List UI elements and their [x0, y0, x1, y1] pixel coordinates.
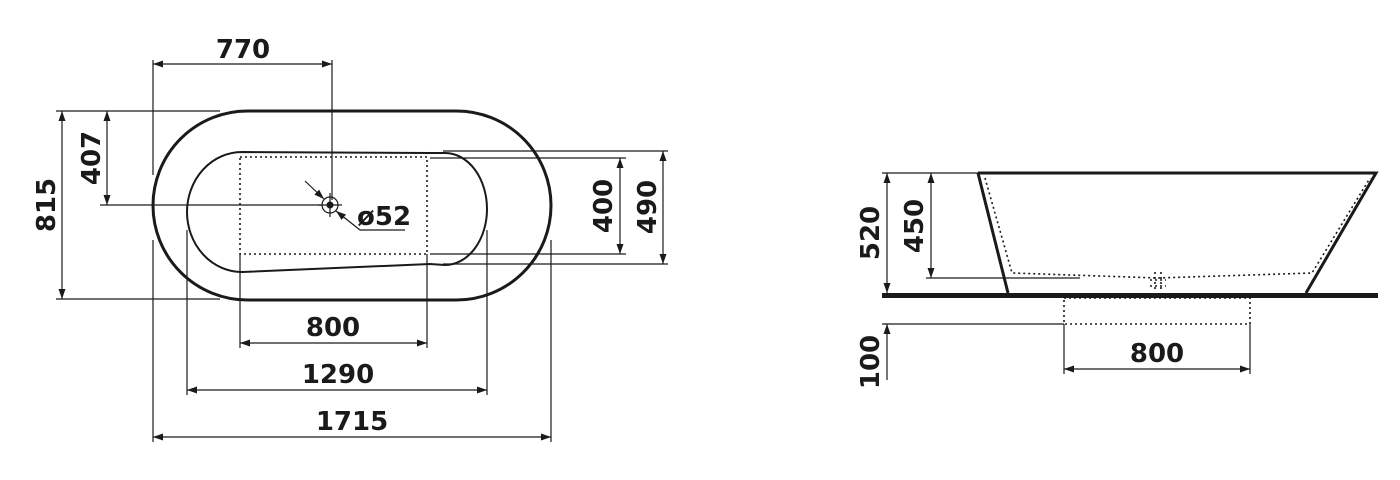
top-view: ø52 770 800 1290 17 [32, 35, 668, 442]
dim-815-label: 815 [32, 178, 62, 232]
floor-line [882, 293, 1378, 298]
flat-bottom-area [239, 156, 428, 255]
drain-diameter-label: ø52 [357, 202, 411, 232]
dim-800-side-label: 800 [1130, 339, 1184, 369]
extension-lines [56, 60, 668, 442]
dim-100-label: 100 [856, 335, 886, 389]
dim-770-label: 770 [216, 35, 270, 65]
dim-407-label: 407 [77, 131, 107, 185]
dim-1290-label: 1290 [302, 360, 374, 390]
plinth-dotted [1063, 297, 1251, 325]
tub-side-profile [976, 171, 1379, 294]
dim-490-label: 490 [633, 180, 663, 234]
side-drain-symbol [1150, 272, 1166, 292]
tub-inner-basin [186, 150, 488, 274]
dim-400-label: 400 [589, 179, 619, 233]
dim-520-label: 520 [856, 206, 886, 260]
drain-symbol [304, 180, 405, 231]
side-extension-lines [882, 172, 1251, 374]
side-view: 520 450 100 800 [856, 171, 1379, 389]
dim-1715-label: 1715 [316, 407, 388, 437]
tub-inner-dotted-profile [984, 177, 1371, 279]
dim-800-top-label: 800 [306, 313, 360, 343]
dim-450-label: 450 [900, 199, 930, 253]
